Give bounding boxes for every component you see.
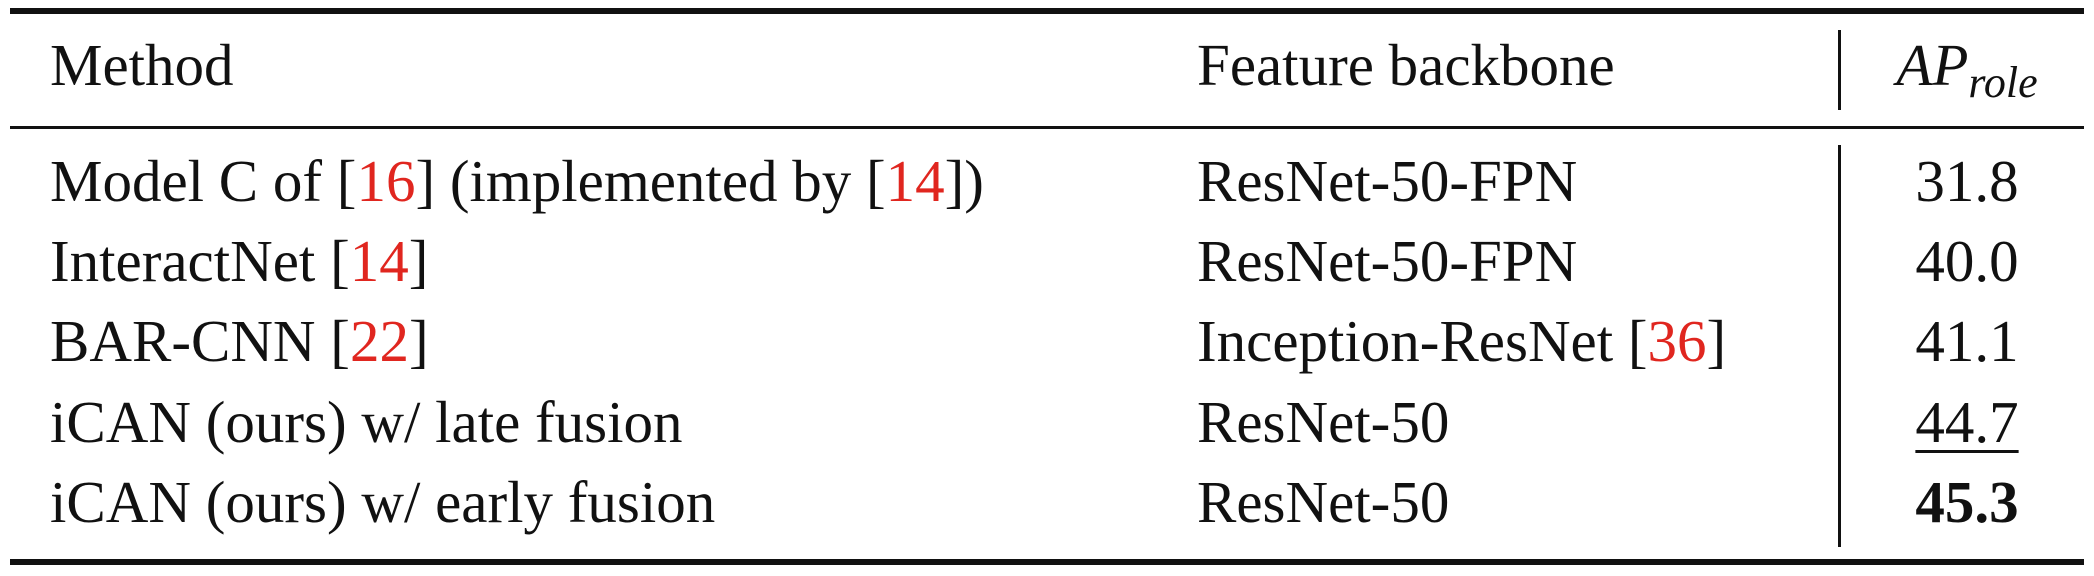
table-row-2-ap: 40.0 xyxy=(1915,228,2019,294)
header-ap-sub: role xyxy=(1968,58,2038,107)
method-text: ] (implemented by [ xyxy=(415,148,886,214)
citation-link[interactable]: 36 xyxy=(1647,308,1707,374)
table-row-1-method: Model C of [16] (implemented by [14]) xyxy=(50,152,984,211)
method-text: Model C of [ xyxy=(50,148,357,214)
column-divider-body xyxy=(1838,145,1841,547)
header-backbone: Feature backbone xyxy=(1197,32,1615,98)
table-row-2-method: InteractNet [14] xyxy=(50,232,428,291)
table-header-rule xyxy=(10,126,2084,129)
backbone-text: Inception-ResNet [ xyxy=(1197,308,1648,374)
citation-link[interactable]: 14 xyxy=(885,148,945,214)
header-ap-role: AProle xyxy=(1840,36,2094,105)
best-value: 45.3 xyxy=(1915,469,2019,535)
method-text: InteractNet [ xyxy=(50,228,350,294)
table-bottom-rule xyxy=(10,559,2084,565)
table-row-1-ap: 31.8 xyxy=(1915,148,2019,214)
citation-link[interactable]: 22 xyxy=(349,308,409,374)
table-row-1-backbone: ResNet-50-FPN xyxy=(1197,148,1578,214)
table-row-4-ap: 44.7 xyxy=(1840,393,2094,452)
column-divider-header xyxy=(1838,30,1841,110)
method-text: ] xyxy=(408,308,429,374)
citation-link[interactable]: 14 xyxy=(349,228,409,294)
header-method: Method xyxy=(50,32,234,98)
table-row-4-method: iCAN (ours) w/ late fusion xyxy=(50,389,683,455)
method-text: ]) xyxy=(944,148,984,214)
table-row-3-backbone: Inception-ResNet [36] xyxy=(1197,312,1726,371)
table-row-4-backbone: ResNet-50 xyxy=(1197,389,1450,455)
table-row-5-backbone: ResNet-50 xyxy=(1197,469,1450,535)
table-row-2-backbone: ResNet-50-FPN xyxy=(1197,228,1578,294)
table-top-rule xyxy=(10,8,2084,14)
method-text: BAR-CNN [ xyxy=(50,308,350,374)
table-row-3-ap: 41.1 xyxy=(1915,308,2019,374)
header-ap-main: AP xyxy=(1896,32,1969,98)
citation-link[interactable]: 16 xyxy=(356,148,416,214)
table-row-3-method: BAR-CNN [22] xyxy=(50,312,429,371)
table-row-5-method: iCAN (ours) w/ early fusion xyxy=(50,469,716,535)
backbone-text: ] xyxy=(1706,308,1727,374)
table-row-5-ap: 45.3 xyxy=(1840,473,2094,532)
second-best-value: 44.7 xyxy=(1915,389,2019,455)
method-text: ] xyxy=(408,228,429,294)
